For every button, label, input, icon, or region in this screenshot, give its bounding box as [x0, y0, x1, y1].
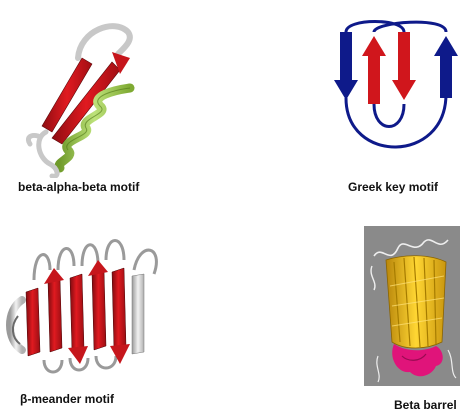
hairpin-loop [82, 245, 98, 266]
strand-up-arrow [434, 36, 458, 98]
hairpin-loop [134, 250, 156, 274]
greek-key-panel [334, 14, 458, 174]
connecting-loop [346, 94, 446, 147]
beta-strand [26, 288, 40, 356]
caption-beta-meander: β-meander motif [20, 392, 114, 406]
hairpin-loop [106, 241, 124, 261]
loop-coil [374, 240, 448, 256]
connecting-loop [374, 22, 446, 32]
strand-arrowhead [88, 260, 108, 276]
beta-alpha-beta-panel [20, 18, 150, 178]
greek-key-motif-illustration [334, 14, 458, 174]
caption-beta-alpha-beta: beta-alpha-beta motif [18, 180, 139, 194]
beta-barrel-illustration [364, 226, 460, 386]
loop-segment [78, 26, 130, 58]
hairpin-loop [96, 356, 116, 368]
beta-meander-motif-illustration [4, 230, 168, 380]
hairpin-loop [44, 360, 62, 372]
strand-down-arrow [392, 32, 416, 100]
strand-arrowhead [44, 268, 64, 284]
beta-meander-panel [4, 230, 168, 380]
beta-strand [92, 270, 106, 350]
terminal-coil [10, 300, 22, 350]
beta-strand [48, 278, 62, 352]
strand-arrowhead [110, 344, 130, 364]
beta-strand-gray [132, 274, 144, 354]
beta-alpha-beta-motif-illustration [20, 18, 150, 178]
hairpin-loop [34, 255, 50, 280]
strand-down-arrow [334, 32, 358, 100]
beta-strand [70, 274, 84, 352]
caption-beta-barrel: Beta barrel [394, 398, 457, 412]
beta-strand [112, 268, 126, 350]
caption-greek-key: Greek key motif [348, 180, 438, 194]
beta-barrel-panel [364, 226, 460, 386]
connecting-loop [374, 104, 404, 127]
loop-coil [371, 266, 375, 290]
strand-up-arrow [362, 36, 386, 104]
hairpin-loop [58, 248, 74, 270]
